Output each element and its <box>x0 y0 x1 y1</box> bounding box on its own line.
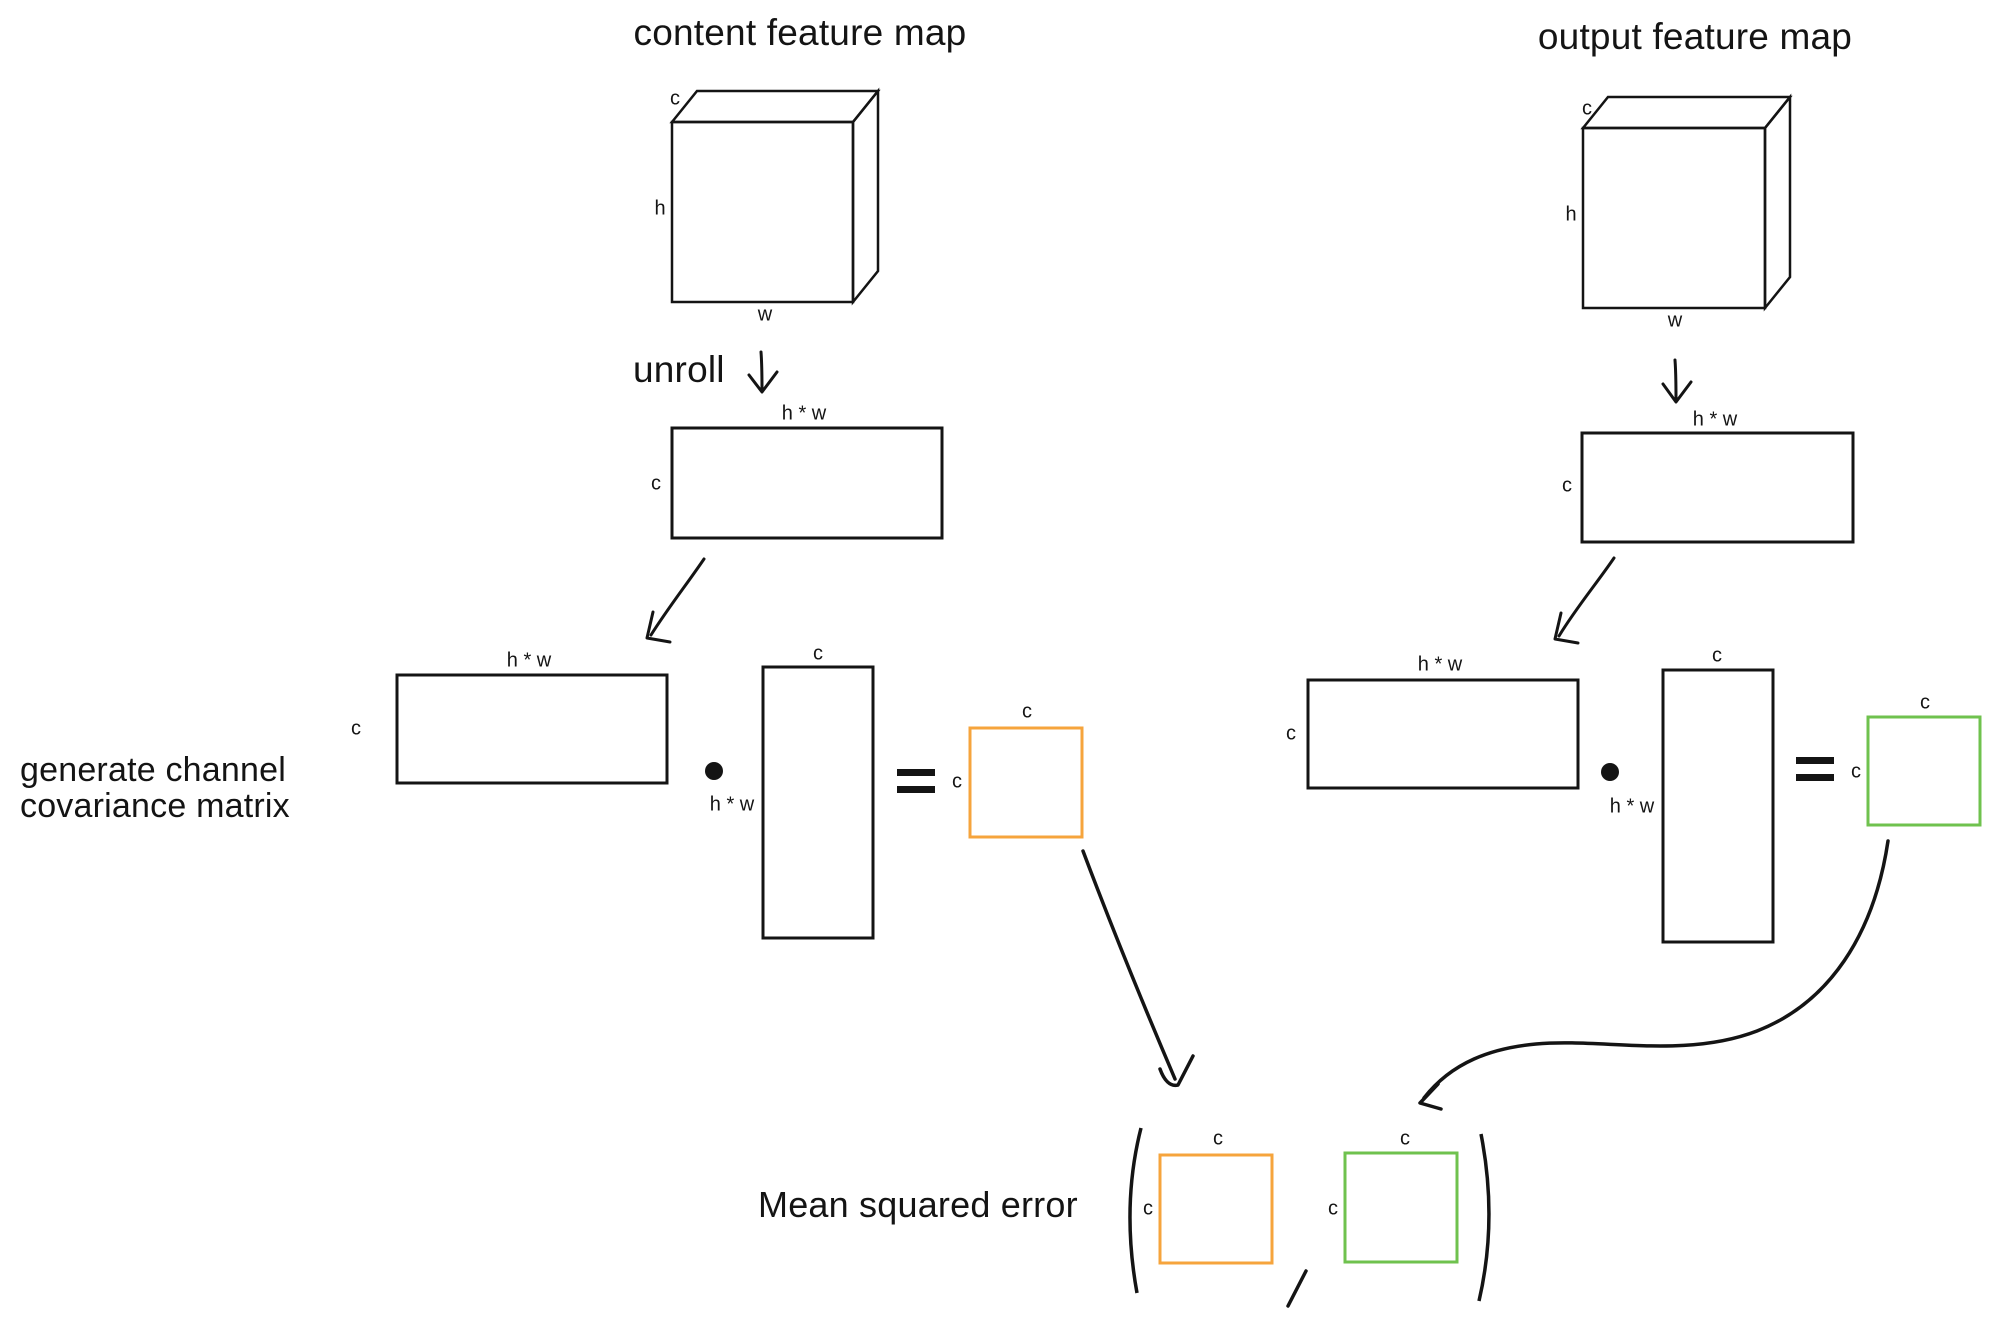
content-cube-c-label: c <box>670 87 680 110</box>
arrow-shaft <box>759 350 764 392</box>
content-cube <box>669 87 881 306</box>
output-matrix-c-label: c <box>1286 722 1296 745</box>
mse-open-paren <box>1128 1127 1143 1294</box>
content-gram-c-left-label: c <box>952 770 962 793</box>
mse-comma-icon <box>1286 1269 1308 1308</box>
content-unrolled-c-label: c <box>651 472 661 495</box>
arrow-output-gram-to-mse-icon <box>1418 839 1890 1111</box>
output-title: output feature map <box>1537 16 1853 57</box>
mse-output-gram-c-top-label: c <box>1400 1127 1410 1150</box>
arrow-head <box>1661 380 1693 404</box>
output-gram-matrix <box>1866 715 1982 827</box>
content-cube-front <box>670 120 855 304</box>
arrow-shaft <box>1081 849 1177 1081</box>
content-matrix-c-label: c <box>351 717 361 740</box>
output-cube <box>1580 93 1793 312</box>
unroll-arrow-content-icon <box>747 350 779 394</box>
generate-covariance-line1: generate channel <box>20 751 286 789</box>
equals-bar <box>897 786 935 793</box>
equals-bar <box>1796 757 1834 764</box>
arrow-head <box>645 610 672 644</box>
output-cube-c-label: c <box>1582 97 1592 120</box>
output-matrix <box>1306 678 1580 790</box>
output-cube-top <box>1580 95 1793 130</box>
output-transpose-hw-label: h * w <box>1609 795 1655 818</box>
content-unrolled-matrix <box>670 426 944 540</box>
content-cube-h-label: h <box>654 197 666 220</box>
unroll-label: unroll <box>633 349 725 390</box>
arrow-shaft <box>649 557 706 637</box>
output-multiply-dot-icon <box>1601 763 1619 781</box>
output-cube-h-label: h <box>1565 203 1577 226</box>
arrow-shaft <box>1557 556 1616 638</box>
arrow-shaft <box>1673 358 1678 402</box>
output-equals-icon <box>1796 757 1834 781</box>
arrow-content-gram-to-mse-icon <box>1081 849 1195 1088</box>
output-cube-side <box>1763 93 1792 312</box>
content-matrix <box>395 673 669 785</box>
equals-bar <box>897 769 935 776</box>
mse-output-gram-c-left-label: c <box>1328 1197 1338 1220</box>
output-unrolled-matrix <box>1580 431 1855 544</box>
output-unrolled-c-label: c <box>1562 474 1572 497</box>
output-transpose-c-label: c <box>1712 644 1722 667</box>
content-cube-top <box>669 89 881 124</box>
content-title: content feature map <box>633 12 967 53</box>
content-gram-matrix <box>968 726 1084 839</box>
content-equals-icon <box>897 769 935 793</box>
output-gram-c-top-label: c <box>1920 691 1930 714</box>
content-transpose-hw-label: h * w <box>709 793 755 816</box>
output-gram-c-left-label: c <box>1851 760 1861 783</box>
output-matrix-hw-label: h * w <box>1417 653 1463 676</box>
mse-content-gram-matrix <box>1158 1153 1274 1265</box>
arrow-output-unrolled-to-matrix-icon <box>1553 556 1616 645</box>
content-cube-side <box>851 87 880 306</box>
unroll-arrow-output-icon <box>1661 358 1693 404</box>
arrow-content-unrolled-to-matrix-icon <box>645 557 706 644</box>
content-multiply-dot-icon <box>705 762 723 780</box>
content-matrix-transpose <box>761 665 875 940</box>
content-matrix-hw-label: h * w <box>506 649 552 672</box>
mse-content-gram-c-left-label: c <box>1143 1197 1153 1220</box>
output-matrix-transpose <box>1661 668 1775 944</box>
generate-covariance-line2: covariance matrix <box>20 787 290 826</box>
arrow-shaft <box>1422 839 1890 1100</box>
mse-content-gram-c-top-label: c <box>1213 1127 1223 1150</box>
output-cube-front <box>1581 126 1767 310</box>
generate-covariance-label: generate channel covariance matrix <box>20 752 290 824</box>
mse-close-paren <box>1477 1133 1491 1302</box>
content-cube-w-label: w <box>757 303 773 326</box>
output-cube-w-label: w <box>1667 309 1683 332</box>
mse-output-gram-matrix <box>1343 1151 1459 1264</box>
arrow-head <box>1553 611 1580 645</box>
output-unrolled-hw-label: h * w <box>1692 408 1738 431</box>
content-transpose-c-label: c <box>813 642 823 665</box>
content-gram-c-top-label: c <box>1022 700 1032 723</box>
arrow-head <box>1418 1082 1443 1111</box>
equals-bar <box>1796 774 1834 781</box>
arrow-head <box>1158 1054 1195 1088</box>
mse-label: Mean squared error <box>758 1184 1078 1225</box>
arrow-head <box>747 370 779 394</box>
content-unrolled-hw-label: h * w <box>781 402 827 425</box>
